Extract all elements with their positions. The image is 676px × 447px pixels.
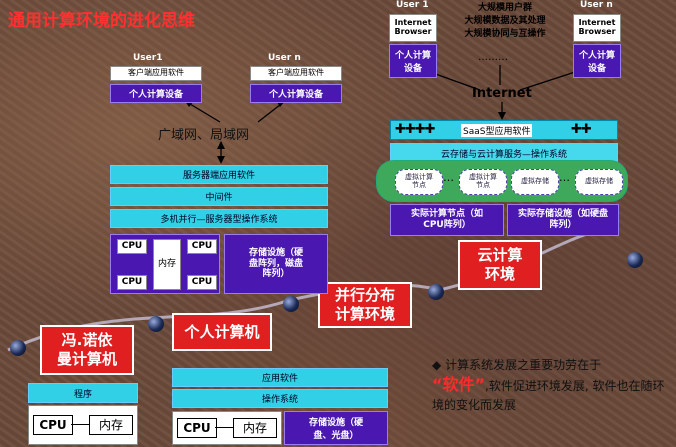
cpu-chip: CPU <box>187 239 217 254</box>
saas-label: SaaS型应用软件 <box>461 124 533 137</box>
saas-gear-icons: ✚✚ <box>571 122 592 137</box>
pc-device: 个人计算设备 <box>250 84 342 103</box>
user1-label: User1 <box>133 53 163 63</box>
bus-line <box>215 427 233 428</box>
virtual-compute-node: 虚拟计算节点 <box>459 169 507 195</box>
pc-device: 个人计算设备 <box>389 44 437 78</box>
saas-gear-icons: ✚✚✚✚ <box>395 122 436 137</box>
stage-personal: 个人计算机 <box>172 313 272 351</box>
network-label: 广域网、局域网 <box>158 128 250 143</box>
feature-item: 大规模协同与互操作 <box>464 29 546 39</box>
saas-layer: ✚✚✚✚ ✚✚ SaaS型应用软件 <box>390 120 618 140</box>
client-software: 客户端应用软件 <box>250 66 342 81</box>
timeline-node <box>283 296 299 312</box>
virtual-compute-node: 虚拟计算节点 <box>395 169 443 195</box>
memory-block: 内存 <box>153 239 181 290</box>
browser-box: Internet Browser <box>573 14 621 42</box>
virtual-resource-pool: 虚拟计算节点 虚拟计算节点 虚拟存储 虚拟存储 … … <box>376 160 628 202</box>
cloud-user1-label: User 1 <box>396 0 429 10</box>
browser-box: Internet Browser <box>389 14 437 42</box>
physical-storage: 实际存储设施（如硬盘阵列） <box>507 204 619 236</box>
cpu-chip: CPU <box>117 275 147 290</box>
cpu-chip: CPU <box>177 418 217 438</box>
memory-chip: 内存 <box>89 415 133 435</box>
client-software: 客户端应用软件 <box>110 66 202 81</box>
pc-hardware: CPU 内存 <box>172 411 282 445</box>
timeline-node <box>428 284 444 300</box>
server-storage: 存储设施（硬盘阵列，磁盘阵列） <box>224 234 328 294</box>
timeline-node <box>148 316 164 332</box>
virtual-storage: 虚拟存储 <box>575 169 623 195</box>
cloud-usern-label: User n <box>580 0 613 10</box>
summary-note: ◆ 计算系统发展之重要功劳在于 “软件”,软件促进环境发展, 软件也在随环境的变… <box>432 358 665 412</box>
middleware: 中间件 <box>110 187 328 206</box>
os-layer: 操作系统 <box>172 389 388 408</box>
cpu-chip: CPU <box>33 415 73 435</box>
timeline-node <box>627 252 643 268</box>
cpu-chip: CPU <box>187 275 217 290</box>
stage-cloud: 云计算环境 <box>458 240 542 290</box>
internet-label: Internet <box>472 86 532 101</box>
pc-storage: 存储设施（硬盘、光盘） <box>284 411 388 445</box>
server-software: 服务器端应用软件 <box>110 165 328 184</box>
virtual-storage: 虚拟存储 <box>511 169 559 195</box>
pc-device: 个人计算设备 <box>573 44 621 78</box>
usern-label: User n <box>268 53 301 63</box>
ellipsis: … <box>443 171 454 184</box>
feature-item: 大规模用户群 <box>477 3 532 13</box>
bus-line <box>71 424 89 425</box>
hardware-layer: CPU 内存 <box>28 405 138 445</box>
program-layer: 程序 <box>28 383 138 403</box>
page-title: 通用计算环境的进化思维 <box>8 11 195 31</box>
server-os: 多机并行—服务器型操作系统 <box>110 209 328 228</box>
timeline-node <box>10 340 26 356</box>
stage-von-neumann: 冯.诺依曼计算机 <box>40 325 134 375</box>
pc-device: 个人计算设备 <box>110 84 202 103</box>
feature-item: 大规模数据及其处理 <box>464 16 546 26</box>
ellipsis: … <box>559 171 570 184</box>
stage-parallel: 并行分布计算环境 <box>318 282 412 328</box>
memory-chip: 内存 <box>233 418 277 438</box>
cloud-features: 大规模用户群 大规模数据及其处理 大规模协同与互操作 <box>446 2 564 41</box>
app-software-layer: 应用软件 <box>172 368 388 387</box>
physical-compute: 实际计算节点（如CPU阵列） <box>390 204 504 236</box>
server-hardware: CPU CPU CPU CPU 内存 <box>110 234 220 294</box>
highlight-software: “软件” <box>432 375 486 394</box>
users-ellipsis: ……… <box>478 52 508 63</box>
bullet-icon: ◆ <box>432 358 442 372</box>
cpu-chip: CPU <box>117 239 147 254</box>
